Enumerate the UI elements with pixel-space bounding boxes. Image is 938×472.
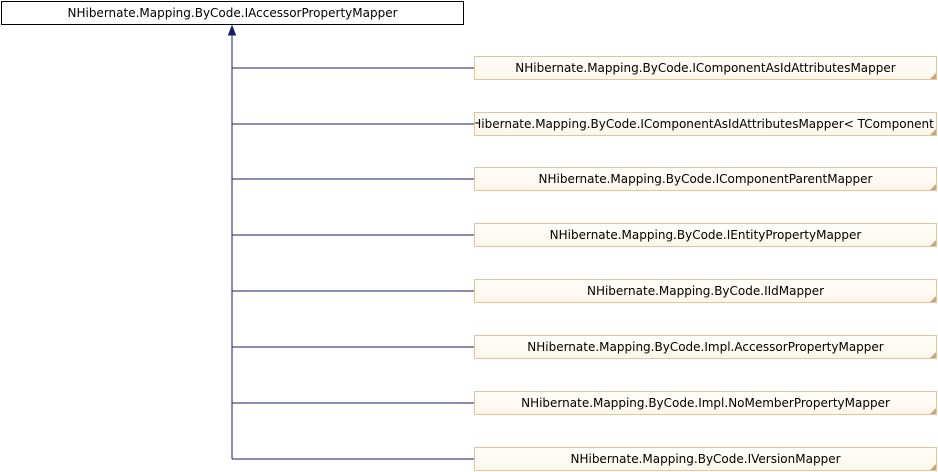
- fold-corner-icon: [930, 408, 936, 414]
- derived-class-node[interactable]: NHibernate.Mapping.ByCode.IIdMapper: [474, 279, 937, 303]
- derived-class-node[interactable]: NHibernate.Mapping.ByCode.Impl.AccessorP…: [474, 335, 937, 359]
- derived-class-label: NHibernate.Mapping.ByCode.Impl.NoMemberP…: [521, 396, 890, 410]
- derived-class-label: NHibernate.Mapping.ByCode.IComponentAsId…: [515, 61, 896, 75]
- derived-class-node[interactable]: NHibernate.Mapping.ByCode.IVersionMapper: [474, 447, 937, 471]
- fold-corner-icon: [930, 296, 936, 302]
- derived-class-label: NHibernate.Mapping.ByCode.IIdMapper: [586, 284, 825, 298]
- fold-corner-icon: [930, 73, 936, 79]
- derived-class-node[interactable]: NHibernate.Mapping.ByCode.Impl.NoMemberP…: [474, 391, 937, 415]
- base-class-node: NHibernate.Mapping.ByCode.IAccessorPrope…: [1, 1, 464, 25]
- fold-corner-icon: [930, 352, 936, 358]
- inheritance-edges: [227, 24, 474, 460]
- derived-class-node[interactable]: NHibernate.Mapping.ByCode.IComponentAsId…: [474, 112, 937, 136]
- derived-class-label: NHibernate.Mapping.ByCode.IVersionMapper: [570, 452, 841, 466]
- fold-corner-icon: [930, 184, 936, 190]
- inheritance-arrowhead: [227, 24, 237, 36]
- fold-corner-icon: [930, 464, 936, 470]
- derived-class-label: NHibernate.Mapping.ByCode.IComponentPare…: [538, 172, 873, 186]
- derived-class-label: NHibernate.Mapping.ByCode.IEntityPropert…: [549, 228, 862, 242]
- derived-class-node[interactable]: NHibernate.Mapping.ByCode.IComponentAsId…: [474, 56, 937, 80]
- derived-class-label: NHibernate.Mapping.ByCode.IComponentAsId…: [474, 117, 937, 131]
- derived-class-node[interactable]: NHibernate.Mapping.ByCode.IComponentPare…: [474, 167, 937, 191]
- fold-corner-icon: [930, 240, 936, 246]
- derived-class-label: NHibernate.Mapping.ByCode.Impl.AccessorP…: [527, 340, 884, 354]
- derived-class-node[interactable]: NHibernate.Mapping.ByCode.IEntityPropert…: [474, 223, 937, 247]
- fold-corner-icon: [930, 129, 936, 135]
- base-class-label: NHibernate.Mapping.ByCode.IAccessorPrope…: [67, 6, 398, 20]
